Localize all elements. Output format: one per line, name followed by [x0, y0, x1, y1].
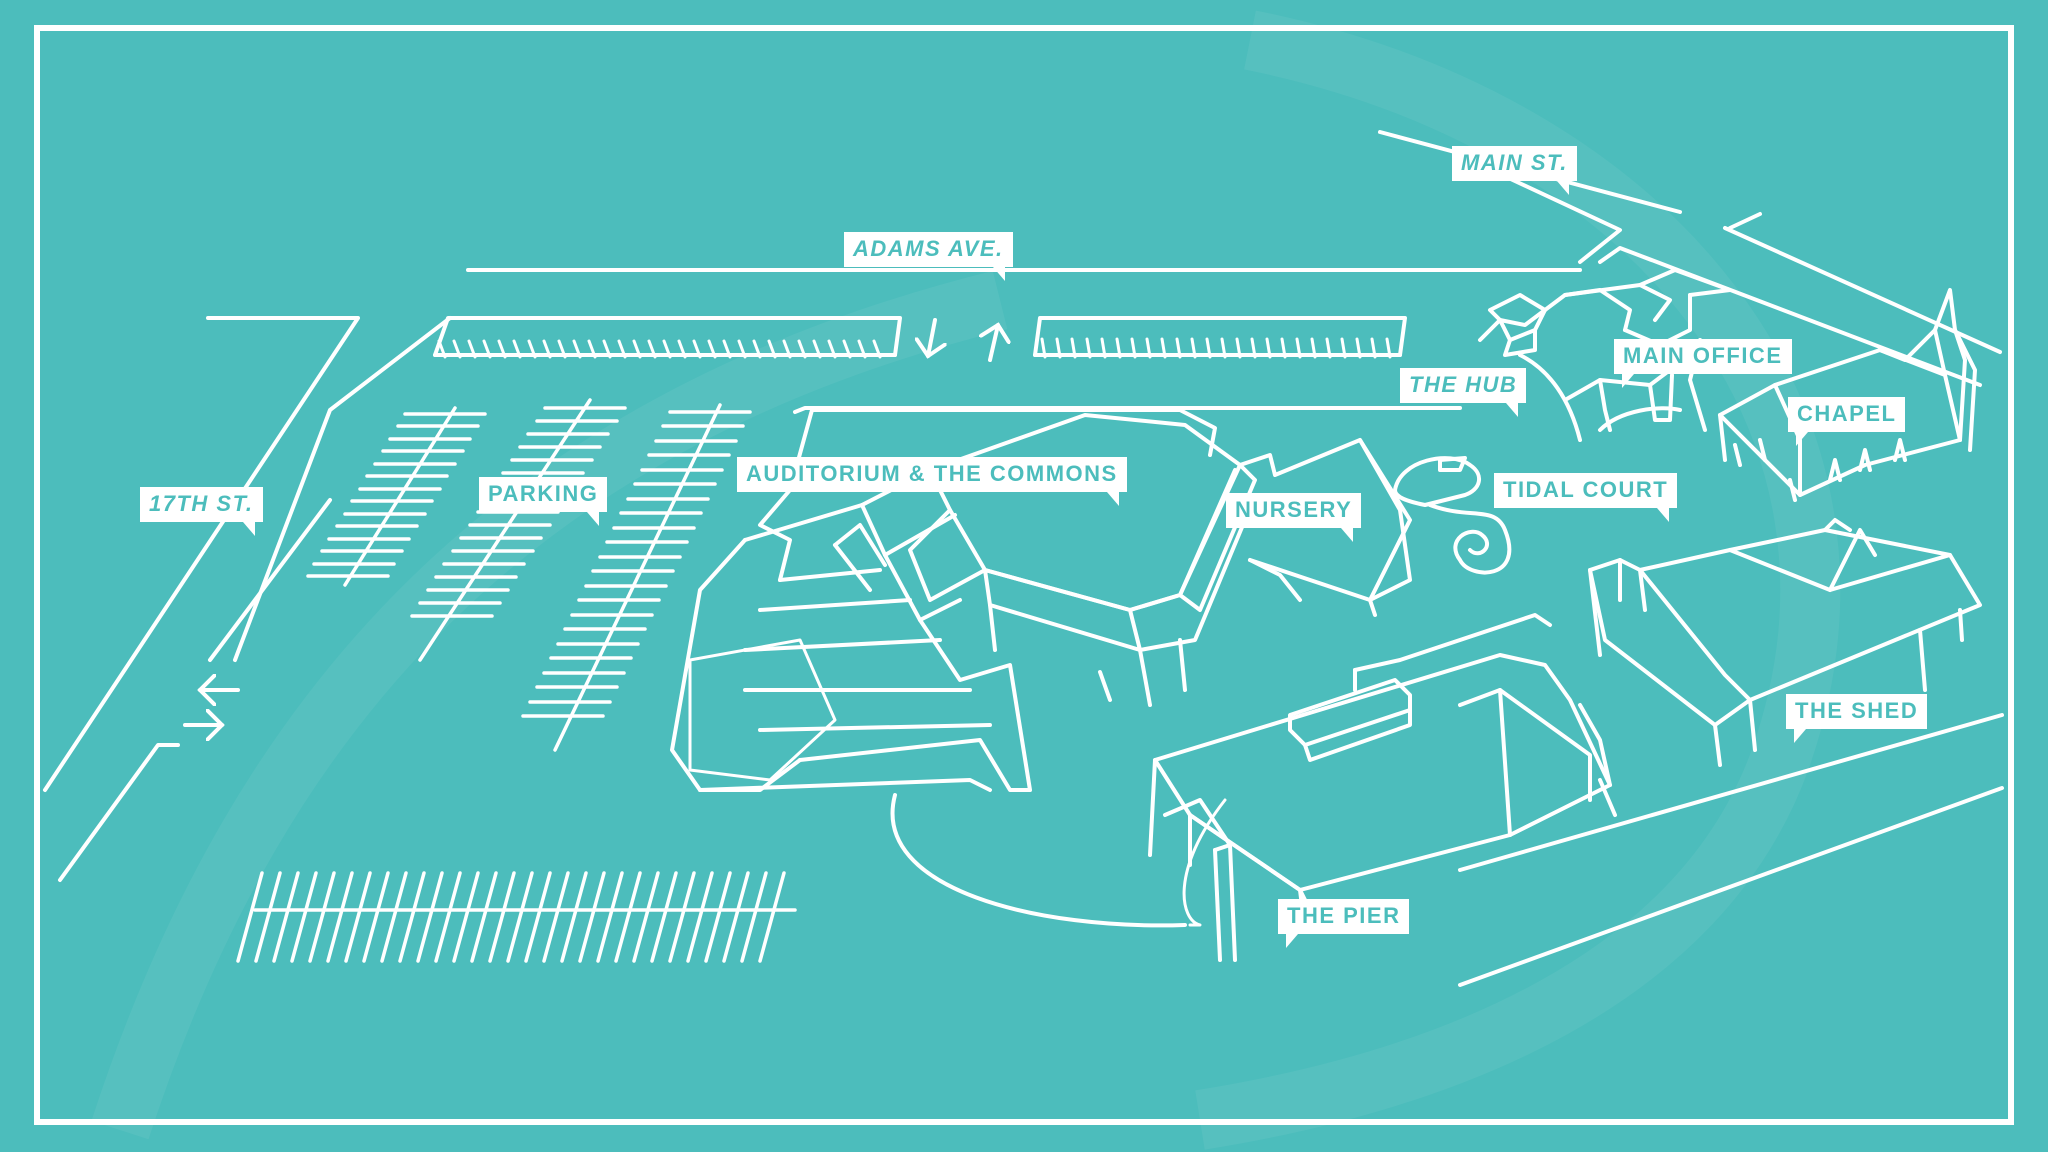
auditorium-building: [670, 408, 1257, 927]
parking-ticks: [437, 337, 1392, 359]
traffic-arrows: [183, 318, 998, 725]
background-swirls: [91, 10, 1841, 1150]
street-label-17th-st: 17TH ST.: [140, 487, 263, 536]
plaza-path: [890, 793, 1187, 928]
tidal-court-feature: [1393, 456, 1512, 575]
location-label-tidal-court[interactable]: TIDAL COURT: [1494, 473, 1678, 522]
location-label-the-pier[interactable]: THE PIER: [1278, 899, 1410, 948]
location-label-parking[interactable]: PARKING: [479, 477, 608, 526]
location-label-the-shed[interactable]: THE SHED: [1786, 694, 1928, 743]
nursery-building: [1238, 438, 1412, 617]
the-pier-building: [1148, 613, 1617, 962]
location-label-the-hub[interactable]: THE HUB: [1400, 368, 1527, 417]
parking-stall-rows: [306, 398, 752, 752]
street-label-adams-ave: ADAMS AVE.: [844, 232, 1013, 281]
the-shed-building: [1588, 518, 1982, 767]
parking-bottom-lot: [236, 871, 797, 963]
street-label-main-st: MAIN ST.: [1452, 146, 1577, 195]
location-label-chapel[interactable]: CHAPEL: [1788, 397, 1906, 446]
location-label-nursery[interactable]: NURSERY: [1226, 493, 1362, 542]
location-label-auditorium[interactable]: AUDITORIUM & THE COMMONS: [737, 457, 1127, 506]
street-lines: [43, 130, 2004, 987]
map-frame: [34, 25, 2014, 1125]
location-label-main-office[interactable]: MAIN OFFICE: [1614, 339, 1792, 388]
